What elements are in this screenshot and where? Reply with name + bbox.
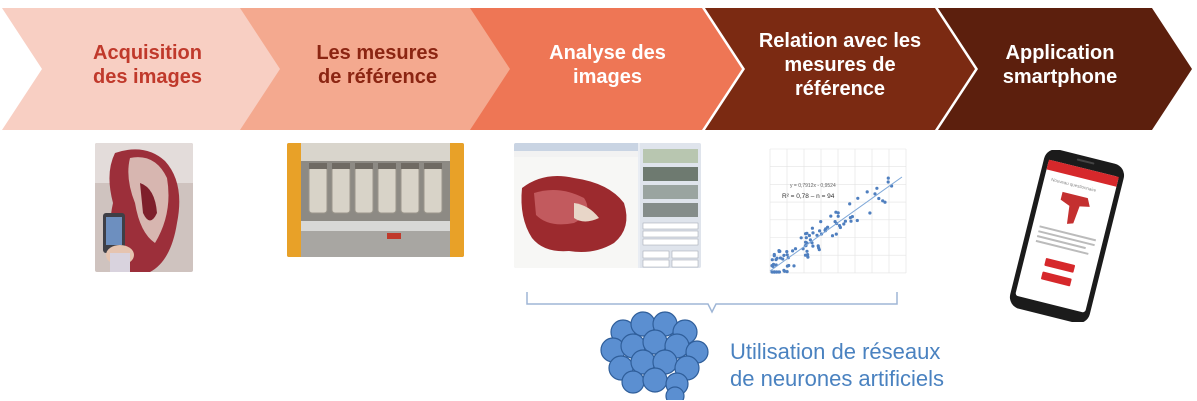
scatter-point <box>873 192 877 196</box>
scatter-point <box>836 214 840 218</box>
step-1-label: Acquisition des images <box>93 42 202 88</box>
neural-network-brain-icon <box>600 311 709 400</box>
scatter-point <box>770 270 774 274</box>
scatter-equation: y = 0,7912x - 0,9524 <box>790 183 836 189</box>
scatter-point <box>834 232 838 236</box>
scatter-point <box>848 202 852 206</box>
scatter-point <box>877 196 881 201</box>
chevron-step-3 <box>470 8 742 130</box>
scatter-point <box>785 253 789 257</box>
scatter-point <box>815 233 819 237</box>
brain-cell <box>642 367 668 393</box>
scatter-point <box>785 264 789 268</box>
scatter-r2-label: R² = 0,78 – n = 94 <box>782 193 835 200</box>
scatter-point <box>771 262 776 266</box>
step-4-label: Relation avec les mesures de référence <box>758 30 922 100</box>
scatter-point <box>838 225 842 230</box>
scatter-point <box>886 180 890 184</box>
smartphone-app-mockup: Nouveau questionnaire <box>1000 149 1132 324</box>
scatter-point <box>791 249 795 253</box>
scatter-point <box>808 238 812 242</box>
scatter-point <box>819 220 823 224</box>
scatter-point <box>811 231 815 235</box>
step-2-label: Les mesures de référence <box>316 42 439 88</box>
scatter-point <box>777 249 781 253</box>
brain-cell <box>621 370 645 394</box>
carcass-photo <box>95 143 193 272</box>
scatter-point <box>804 240 808 244</box>
scatter-point <box>817 248 821 252</box>
neural-network-caption: Utilisation de réseaux de neurones artif… <box>730 339 945 391</box>
scatter-point <box>875 186 879 190</box>
scatter-point <box>805 249 809 253</box>
step-3-label: Analyse des images <box>549 42 666 88</box>
scatter-point <box>807 233 811 238</box>
scatter-point <box>792 264 796 268</box>
chevron-step-4 <box>705 8 975 130</box>
chevron-step-2 <box>240 8 512 130</box>
scatter-point <box>782 253 786 257</box>
chevron-step-5 <box>938 8 1192 130</box>
scatter-point <box>810 226 814 230</box>
scatter-point <box>883 200 887 204</box>
scatter-point <box>806 255 810 259</box>
scatter-point <box>811 244 815 248</box>
scatter-point <box>856 196 860 200</box>
scatter-point <box>804 232 808 236</box>
image-analysis-screenshot <box>514 143 701 268</box>
scatter-point <box>842 222 846 226</box>
scatter-point <box>848 216 852 220</box>
scatter-point <box>799 236 803 240</box>
scatter-point <box>833 220 837 224</box>
scatter-point <box>804 236 808 240</box>
scatter-point <box>770 258 774 262</box>
step-5-label: Application smartphone <box>1002 42 1118 88</box>
scatter-point <box>778 256 783 260</box>
scatter-point <box>849 219 853 223</box>
scatter-point <box>775 256 779 260</box>
scatter-point <box>830 234 835 238</box>
scatter-point <box>785 270 789 274</box>
scatter-point <box>826 225 830 229</box>
reference-equipment-photo <box>287 143 464 257</box>
scatter-point <box>836 211 840 215</box>
scatter-point <box>785 250 789 254</box>
scatter-point <box>886 176 890 180</box>
scatter-point <box>855 218 859 223</box>
scatter-point <box>793 247 798 251</box>
scatter-point <box>772 254 776 258</box>
scatter-point <box>829 214 833 218</box>
brain-cell <box>665 386 685 400</box>
grouping-brace <box>526 292 898 314</box>
chevron-flow <box>2 8 1192 130</box>
chevron-step-1 <box>2 8 292 130</box>
scatter-point <box>782 268 786 272</box>
scatter-point <box>774 270 778 274</box>
scatter-point <box>868 211 872 215</box>
scatter-point <box>806 253 810 257</box>
scatter-point <box>865 190 869 194</box>
scatter-point <box>881 199 885 203</box>
scatter-point <box>818 229 822 233</box>
regression-scatter-plot: y = 0,7912x - 0,9524 R² = 0,78 – n = 94 <box>752 143 917 283</box>
scatter-point <box>843 219 847 223</box>
